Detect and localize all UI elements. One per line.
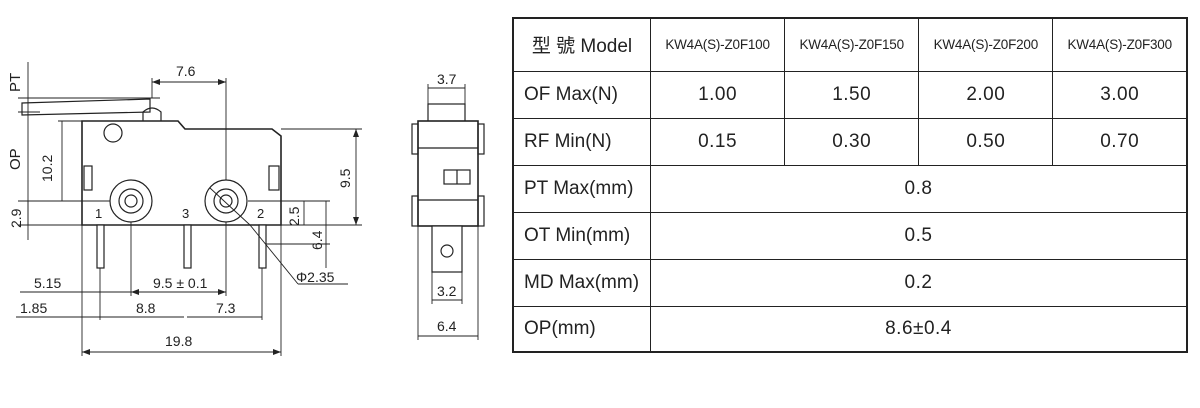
table-cell: 0.2 xyxy=(650,258,1188,307)
dim-6-4-side: 6.4 xyxy=(437,318,457,334)
table-cell: 0.30 xyxy=(784,117,920,166)
table-cell: 0.50 xyxy=(918,117,1054,166)
dim-diameter: Φ2.35 xyxy=(296,269,335,285)
table-cell: 2.00 xyxy=(918,70,1054,119)
terminal-label-1: 1 xyxy=(95,206,102,221)
table-cell: 0.5 xyxy=(650,211,1188,260)
table-cell: 0.70 xyxy=(1052,117,1188,166)
dim-10-2: 10.2 xyxy=(39,155,55,182)
table-header-row: 型 號 Model KW4A(S)-Z0F100 KW4A(S)-Z0F150 … xyxy=(512,17,1188,72)
table-cell: 1.50 xyxy=(784,70,920,119)
dim-19-8: 19.8 xyxy=(165,333,192,349)
row-label: MD Max(mm) xyxy=(512,258,651,307)
model-col-4: KW4A(S)-Z0F300 xyxy=(1052,17,1188,72)
pt-label: PT xyxy=(7,73,24,92)
actuator-button xyxy=(142,107,162,121)
actuator-lever xyxy=(21,98,151,116)
dim-3-2: 3.2 xyxy=(437,283,457,299)
table-row: OT Min(mm) 0.5 xyxy=(512,211,1188,260)
side-body xyxy=(417,120,479,227)
row-label: OF Max(N) xyxy=(512,70,651,119)
dim-9-5-tol: 9.5 ± 0.1 xyxy=(153,275,208,291)
dim-3-7: 3.7 xyxy=(437,71,457,87)
table-row: RF Min(N) 0.15 0.30 0.50 0.70 xyxy=(512,117,1188,166)
model-col-2: KW4A(S)-Z0F150 xyxy=(784,17,920,72)
model-header-label: 型 號 Model xyxy=(512,17,651,72)
terminal-label-2: 2 xyxy=(257,206,264,221)
op-label: OP xyxy=(7,148,24,170)
table-cell: 3.00 xyxy=(1052,70,1188,119)
table-cell: 1.00 xyxy=(649,70,786,119)
table-row: OF Max(N) 1.00 1.50 2.00 3.00 xyxy=(512,70,1188,119)
terminal-2 xyxy=(258,224,267,269)
table-row: PT Max(mm) 0.8 xyxy=(512,164,1188,213)
dim-7-3: 7.3 xyxy=(216,300,236,316)
row-label: OT Min(mm) xyxy=(512,211,651,260)
dim-2-5: 2.5 xyxy=(286,206,302,226)
mounting-hole-top xyxy=(103,123,123,143)
side-terminal xyxy=(431,225,463,273)
model-col-3: KW4A(S)-Z0F200 xyxy=(918,17,1054,72)
terminal-3 xyxy=(183,224,192,269)
switch-dimension-drawing: 1 3 2 PT OP 10.2 2.9 7.6 9.5 2.5 6.4 Φ2.… xyxy=(7,62,485,356)
row-label: OP(mm) xyxy=(512,305,651,353)
dim-6-4-front: 6.4 xyxy=(309,230,325,250)
table-cell: 0.8 xyxy=(650,164,1188,213)
dim-1-85: 1.85 xyxy=(20,300,47,316)
dim-8-8: 8.8 xyxy=(136,300,156,316)
terminal-1 xyxy=(96,224,105,269)
table-cell: 8.6±0.4 xyxy=(650,305,1188,353)
dim-5-15: 5.15 xyxy=(34,275,61,291)
dim-2-9: 2.9 xyxy=(8,208,24,228)
row-label: PT Max(mm) xyxy=(512,164,651,213)
dim-7-6: 7.6 xyxy=(176,63,196,79)
terminal-label-3: 3 xyxy=(182,206,189,221)
dim-9-5: 9.5 xyxy=(337,168,353,188)
model-col-1: KW4A(S)-Z0F100 xyxy=(649,17,786,72)
table-row: MD Max(mm) 0.2 xyxy=(512,258,1188,307)
spec-table: 型 號 Model KW4A(S)-Z0F100 KW4A(S)-Z0F150 … xyxy=(512,17,1188,353)
table-cell: 0.15 xyxy=(649,117,786,166)
table-row: OP(mm) 8.6±0.4 xyxy=(512,305,1188,353)
row-label: RF Min(N) xyxy=(512,117,651,166)
